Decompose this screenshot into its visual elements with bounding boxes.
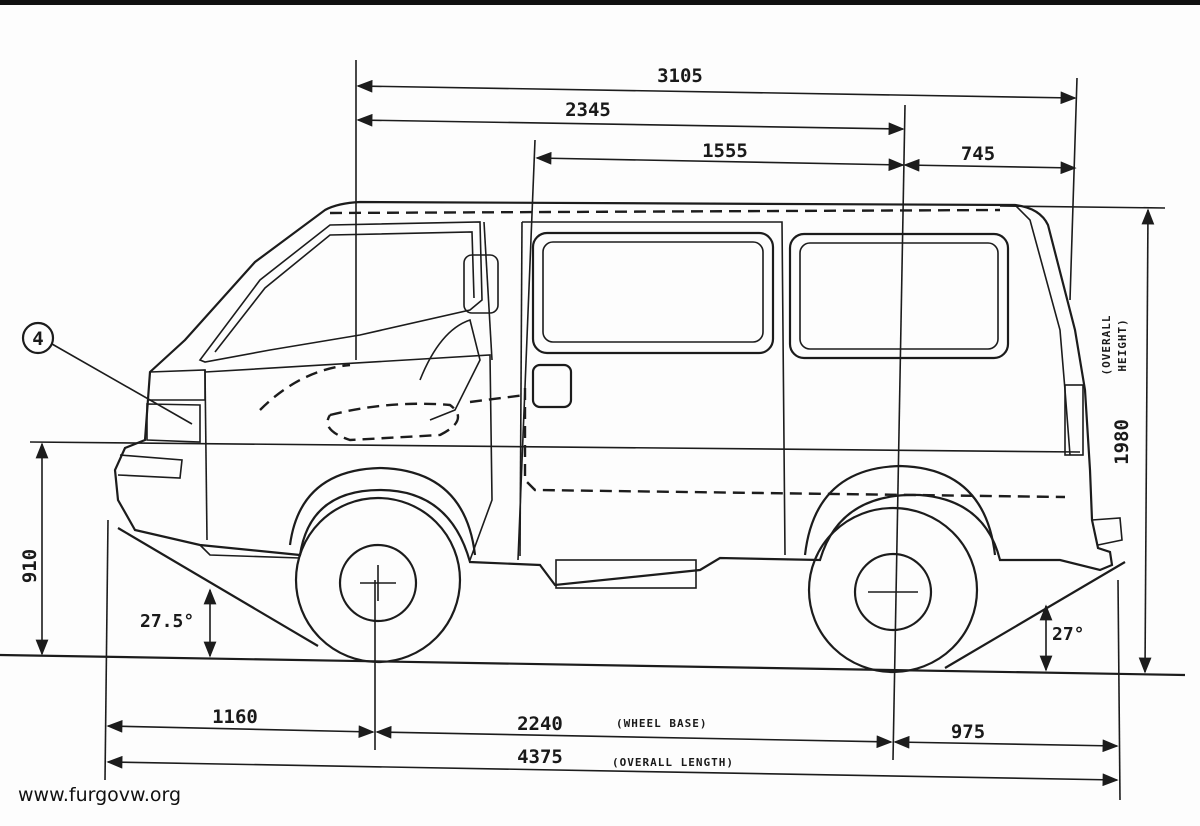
top-border: [0, 0, 1200, 5]
dim-line-4375: [106, 755, 1119, 787]
rear-wheel: [807, 506, 979, 674]
dim-line-2240: [375, 725, 893, 749]
callout-4: 4: [21, 321, 193, 425]
dim-1160: 1160: [212, 706, 258, 728]
dim-1980: 1980: [1111, 419, 1133, 465]
dim-line-3105: [356, 79, 1077, 105]
ground-line: [0, 653, 1186, 677]
approach-angle-line: [117, 527, 319, 647]
departure-angle-line: [944, 561, 1126, 669]
front-wheel: [294, 496, 462, 664]
dim-975: 975: [951, 721, 985, 743]
dim-line-745: [903, 158, 1077, 175]
dim-line-975: [893, 735, 1119, 753]
watermark: www.furgovw.org: [18, 784, 182, 806]
dim-2345: 2345: [565, 99, 611, 121]
dim-4375: 4375: [517, 746, 563, 768]
dim-overall-height-label-2: HEIGHT): [1116, 318, 1129, 371]
ext-line-rear: [1069, 77, 1078, 301]
dim-line-1980: [1138, 208, 1155, 674]
dim-line-2345: [356, 113, 905, 136]
dim-745: 745: [961, 143, 995, 165]
dim-910: 910: [19, 549, 41, 583]
dim-wheel-base-label: (WHEEL BASE): [616, 717, 707, 730]
dim-line-1160: [106, 719, 375, 739]
front-height-reference: [29, 441, 1081, 453]
van-body: [113, 200, 1123, 589]
approach-angle: 27.5°: [140, 611, 194, 632]
dim-overall-length-label: (OVERALL LENGTH): [612, 756, 734, 769]
dim-3105: 3105: [657, 65, 703, 87]
dim-1555: 1555: [702, 140, 748, 162]
rear-wheel-arch: [803, 464, 997, 556]
callout-4-label: 4: [32, 328, 43, 350]
departure-angle: 27°: [1052, 624, 1085, 645]
roof-reference: [999, 205, 1166, 209]
ext-line-rear-bumper: [1117, 579, 1121, 801]
dim-line-1555: [535, 151, 905, 172]
dim-overall-height-label-1: (OVERALL: [1100, 315, 1113, 376]
ext-line-front: [104, 519, 109, 781]
ext-line-rear-axle: [892, 104, 906, 761]
dim-2240: 2240: [517, 713, 563, 735]
front-wheel-arch: [288, 466, 477, 556]
